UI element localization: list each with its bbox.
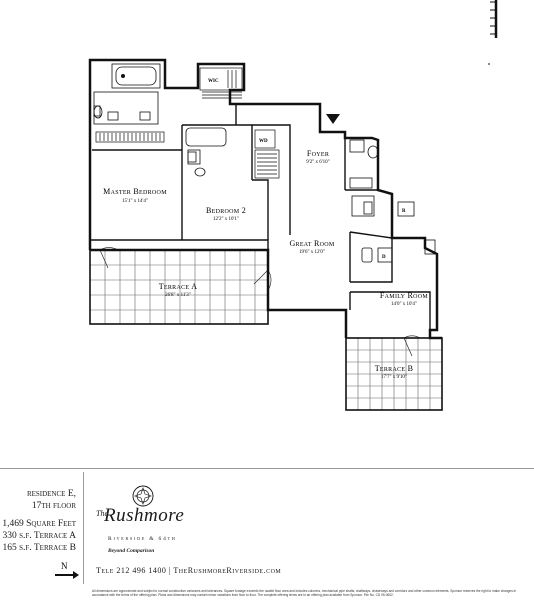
wd-closet [254, 129, 280, 179]
legal-disclaimer: All dimensions are approximate and subje… [92, 589, 517, 597]
foyer-dims: 9'2" x 6'10" [306, 160, 329, 165]
contact-line: Tele 212 496 1400 | TheRushmoreRiverside… [96, 566, 282, 575]
master-closet [95, 131, 165, 143]
powder-room-fixtures [349, 139, 379, 189]
bath-2-fixtures [185, 127, 227, 177]
scale-bar [488, 0, 498, 65]
terrace-b-dims: 17'7" x 9'10" [381, 375, 407, 380]
residence-terrace-a: 330 s.f. Terrace A [2, 531, 77, 541]
refrigerator-label: R [402, 209, 406, 214]
great-room-name: Great Room [289, 239, 334, 248]
foyer-name: Foyer [307, 149, 329, 158]
brand-tagline: Beyond Comparison [108, 548, 155, 554]
north-arrow-icon: N [55, 561, 79, 579]
bedroom-2-name: Bedroom 2 [206, 206, 246, 215]
master-bedroom-name: Master Bedroom [103, 187, 167, 196]
family-room-name: Family Room [380, 291, 429, 300]
terrace-a-name: Terrace A [159, 282, 198, 291]
footer-vertical-divider [83, 472, 84, 584]
master-bath-fixtures [93, 63, 161, 125]
wd-label: WD [259, 139, 268, 144]
entry-arrow-icon [326, 114, 340, 124]
family-room-dims: 14'0" x 10'4" [391, 302, 417, 307]
crest-icon [132, 485, 154, 507]
door-swings [99, 247, 421, 357]
footer-divider [0, 468, 534, 469]
terrace-a-grid [89, 249, 269, 325]
wic-closet [199, 67, 243, 99]
terrace-b-name: Terrace B [375, 364, 414, 373]
brand-name: Rushmore [104, 505, 185, 526]
master-bedroom-dims: 15'1" x 14'4" [122, 199, 148, 204]
brand-the: The [96, 509, 108, 518]
dishwasher-label: D [382, 255, 386, 260]
brand-subtitle: Riverside & 64th [108, 536, 177, 542]
terrace-a-dims: 26'8" x 11'3" [165, 293, 191, 298]
wic-label: WIC [208, 79, 219, 84]
residence-line2: 17th floor [31, 501, 76, 511]
kitchen-fixtures [351, 195, 436, 263]
residence-info: residence E, 17th floor 1,469 Square Fee… [2, 488, 76, 554]
terrace-b-grid [345, 337, 443, 411]
floor-plan: WIC WD R D Master [88, 0, 498, 411]
bedroom-2-dims: 12'2" x 10'1" [213, 217, 239, 222]
great-room-dims: 19'6" x 12'0" [299, 250, 325, 255]
residence-terrace-b: 165 s.f. Terrace B [2, 543, 77, 553]
north-label: N [61, 561, 68, 571]
residence-line1: residence E, [26, 489, 76, 499]
residence-area: 1,469 Square Feet [2, 519, 76, 529]
